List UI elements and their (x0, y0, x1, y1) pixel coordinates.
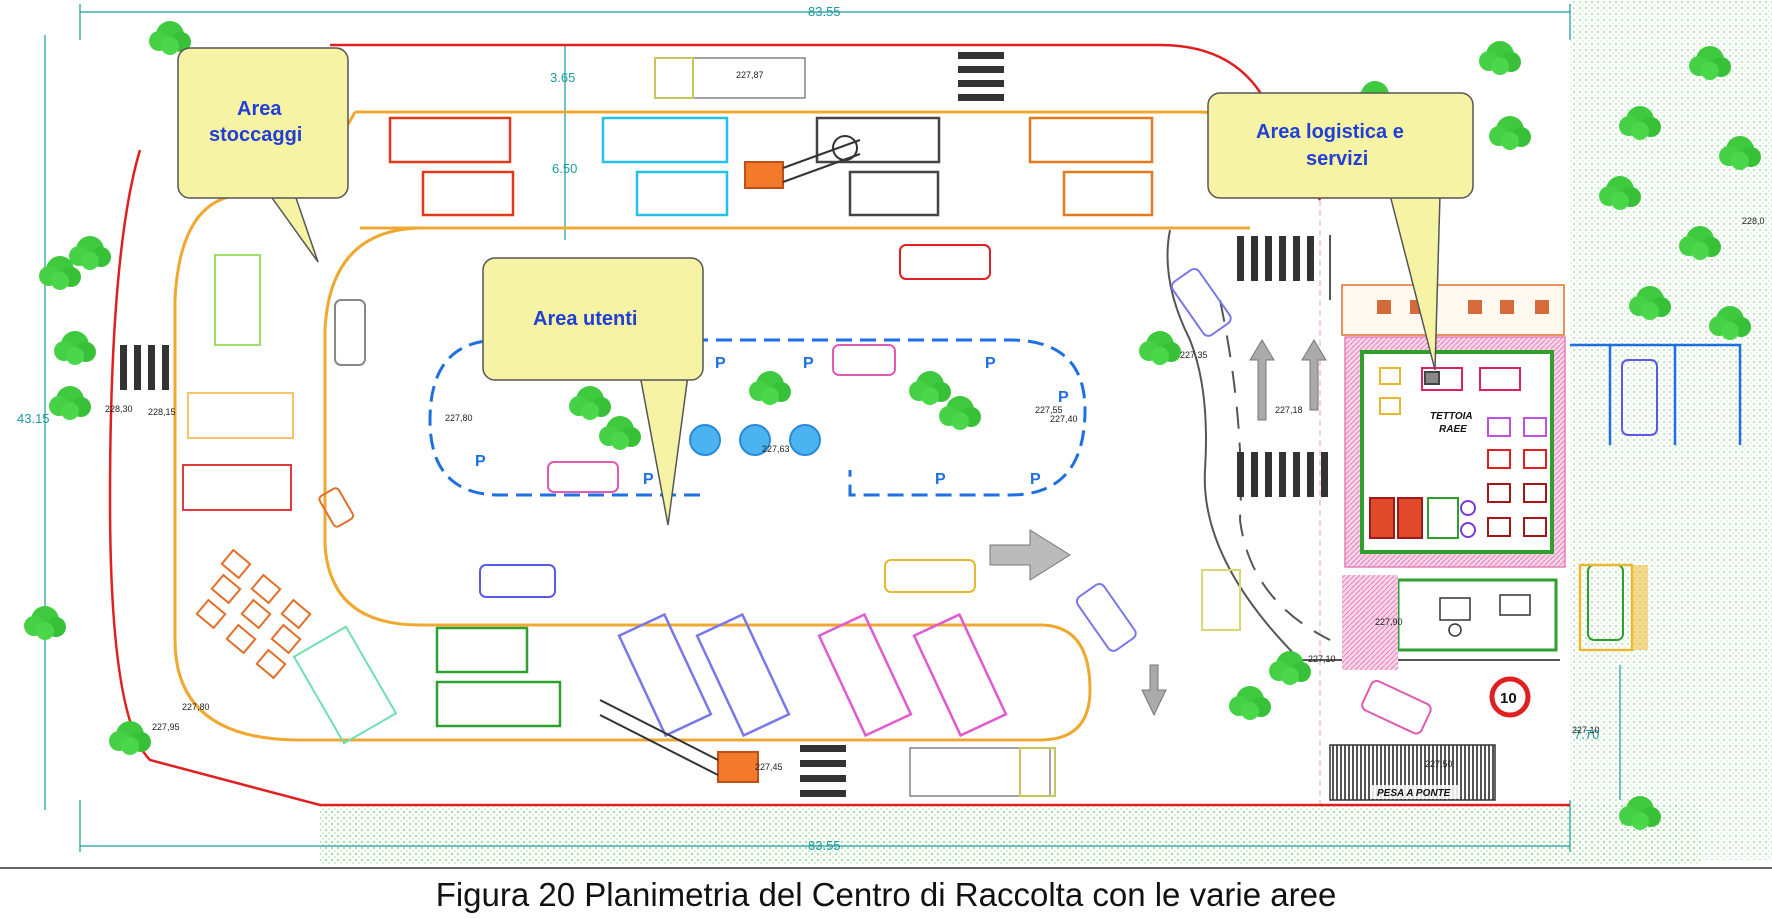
vegetation-right (1570, 0, 1772, 860)
crosswalk-left (120, 345, 169, 390)
containers-top (388, 57, 1154, 217)
elevation-label: 228,15 (148, 407, 176, 417)
crosswalk-right-mid (1237, 452, 1328, 497)
bins-strip-items (1377, 300, 1549, 314)
parking-label: P (1030, 471, 1041, 488)
parking-markers: P P P P P P P P (475, 355, 1069, 488)
elevation-label: 227,95 (152, 722, 180, 732)
parking-label: P (803, 355, 814, 372)
round-bins (689, 424, 821, 456)
elevation-label: 227,80 (182, 702, 210, 712)
elevation-label: 227,10 (1572, 725, 1600, 735)
elevation-label: 227,40 (1050, 414, 1078, 424)
dim-right-bottom: 7.70 (1574, 727, 1599, 742)
accessible-bay-hatch (1632, 565, 1648, 650)
direction-arrows (989, 339, 1327, 717)
callout-area-stoccaggi: Area stoccaggi (177, 47, 349, 263)
services-building (1396, 578, 1558, 652)
area-utenti-line1: Area utenti (533, 308, 637, 330)
elevation-label: 227,45 (755, 762, 783, 772)
parking-label: P (935, 471, 946, 488)
tettoia-label-1: TETTOIA (1430, 411, 1473, 422)
dim-lane-mid: 6.50 (552, 161, 577, 176)
containers-bottom (435, 569, 1241, 797)
elevation-label: 227,55 (1035, 405, 1063, 415)
dimension-lines (44, 4, 1621, 852)
services-apron (1342, 575, 1398, 670)
parking-loop (428, 338, 1087, 497)
dim-width-bottom: 83.55 (808, 838, 841, 853)
site-plan: 83.55 83.55 43.15 3.65 6.50 7.70 (0, 0, 1772, 869)
elevation-label: 228,30 (105, 404, 133, 414)
tettoia-label-2: RAEE (1439, 424, 1467, 435)
access-road (1166, 229, 1560, 661)
weighbridge-label: PESA A PONTE (1377, 788, 1451, 799)
elevation-markers: 227,87 228,30 228,15 227,80 227,63 227,5… (105, 70, 1765, 772)
speed-limit-value: 10 (1500, 690, 1517, 707)
callout-area-utenti: Area utenti (482, 257, 704, 526)
forklift-top (744, 135, 861, 189)
area-stoccaggi-line2: stoccaggi (209, 124, 302, 146)
callout-area-logistica: Area logistica e servizi (1207, 92, 1474, 371)
speed-limit-sign: 10 (1489, 676, 1531, 718)
elevation-label: 228,0 (1742, 216, 1765, 226)
elevation-label: 227,90 (1375, 617, 1403, 627)
crosswalk-right-top (1237, 236, 1314, 281)
containers-left (182, 254, 398, 745)
crosswalk-bottom (800, 745, 846, 797)
area-stoccaggi-line1: Area (237, 98, 282, 120)
elevation-label: 227,35 (1180, 350, 1208, 360)
parking-label: P (985, 355, 996, 372)
office-furniture (1439, 594, 1531, 637)
elevation-label: 227,50 (1425, 759, 1453, 769)
forklift-bottom (599, 699, 759, 783)
bins-left (195, 548, 312, 680)
area-logistica-line2: servizi (1306, 148, 1368, 170)
elevation-label: 227,87 (736, 70, 764, 80)
figure-caption: Figura 20 Planimetria del Centro di Racc… (435, 876, 1337, 913)
dim-width-top: 83.55 (808, 4, 841, 19)
bins-strip (1341, 284, 1565, 336)
dim-lane-top: 3.65 (550, 70, 575, 85)
dim-height-left: 43.15 (17, 411, 50, 426)
parking-label: P (1058, 389, 1069, 406)
elevation-label: 227,80 (445, 413, 473, 423)
parking-label: P (475, 453, 486, 470)
area-logistica-line1: Area logistica e (1256, 121, 1404, 143)
vegetation-bottom (320, 805, 1700, 865)
crosswalk-top (958, 52, 1004, 101)
elevation-label: 227,18 (1275, 405, 1303, 415)
elevation-label: 227,63 (762, 444, 790, 454)
parking-label: P (715, 355, 726, 372)
raee-bins (1369, 367, 1547, 539)
parking-bays-right (1570, 343, 1742, 445)
parking-label: P (643, 471, 654, 488)
crosswalks (120, 52, 1328, 797)
elevation-label: 227,10 (1308, 654, 1336, 664)
